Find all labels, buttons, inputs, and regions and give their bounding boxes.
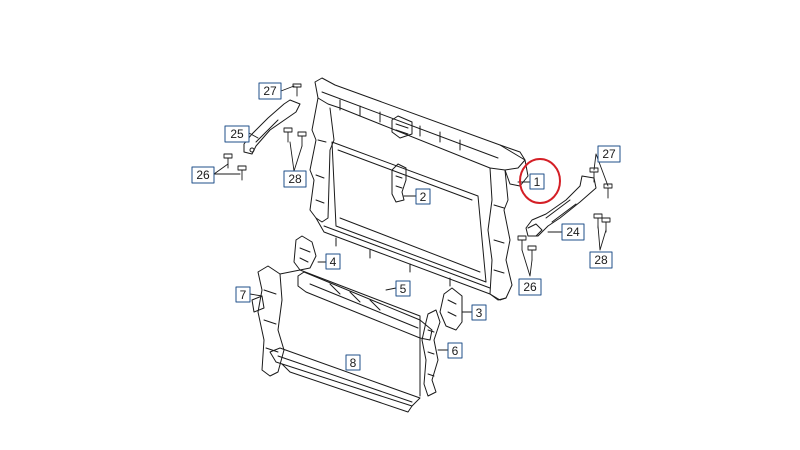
label-7: 7: [240, 288, 247, 302]
callout-26-right-box: [518, 278, 542, 296]
right-bracket-part: [525, 175, 597, 237]
callout-labels: 27 25 26 28 2 4 7 5 3 6 8 1 27 24 28 26: [196, 84, 616, 370]
callout-6-box: [447, 342, 463, 359]
callout-27-right-box: [597, 145, 621, 163]
lower-parts: [251, 235, 463, 413]
callout-3-box: [471, 304, 487, 321]
callout-5-box: [395, 280, 411, 297]
label-28-left: 28: [288, 172, 302, 186]
leader-lines: [213, 85, 609, 351]
callout-28-left-box: [283, 170, 307, 188]
label-5: 5: [400, 282, 407, 296]
callout-2-box: [415, 188, 431, 205]
callout-26-left-box: [191, 166, 215, 184]
fastener-screws: [223, 83, 613, 261]
label-1: 1: [534, 175, 541, 189]
label-6: 6: [452, 344, 459, 358]
callout-28-right-box: [589, 251, 613, 269]
highlight-circle: [519, 158, 561, 204]
label-3: 3: [476, 306, 483, 320]
label-24: 24: [566, 225, 580, 239]
callout-8-box: [345, 354, 361, 371]
label-26-left: 26: [196, 168, 210, 182]
callout-4-box: [325, 253, 341, 270]
callout-1-box: [529, 173, 545, 190]
front-carrier-part: [309, 77, 529, 301]
callout-24-box: [561, 223, 585, 241]
callout-27-left-box: [258, 82, 282, 100]
label-27-right: 27: [602, 147, 616, 161]
callout-25-box: [224, 125, 250, 143]
label-8: 8: [350, 356, 357, 370]
label-26-right: 26: [523, 280, 537, 294]
label-25: 25: [230, 127, 244, 141]
label-2: 2: [420, 190, 427, 204]
label-4: 4: [330, 255, 337, 269]
callout-boxes: [191, 82, 621, 371]
callout-7-box: [235, 286, 251, 303]
left-bracket-part: [243, 99, 301, 155]
label-27-left: 27: [263, 84, 277, 98]
label-28-right: 28: [594, 253, 608, 267]
